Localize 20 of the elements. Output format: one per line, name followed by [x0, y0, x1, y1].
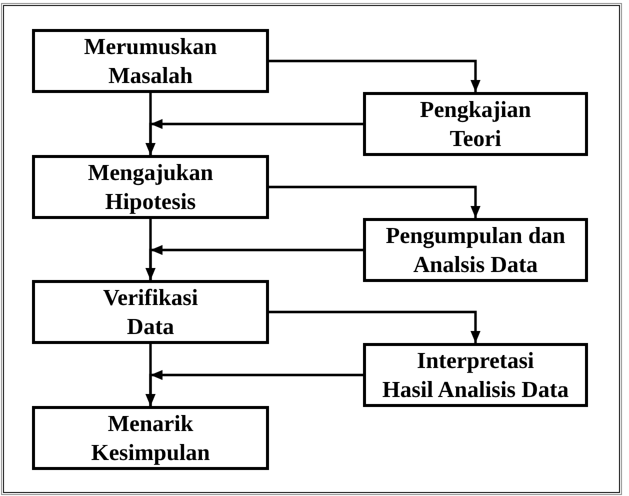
connector-arrow [269, 60, 480, 92]
process-box [363, 218, 588, 282]
process-box [363, 343, 588, 407]
step-label: Pengumpulan dan Analsis Data [386, 222, 566, 279]
step-label: Interpretasi Hasil Analisis Data [382, 347, 569, 404]
connector-arrow [146, 93, 156, 155]
connector-arrow [269, 186, 480, 218]
connector-arrow [146, 344, 156, 406]
step-label: Menarik Kesimpulan [91, 410, 210, 467]
step-label: Verifikasi Data [103, 284, 198, 341]
process-box [363, 92, 588, 156]
step-label: Pengkajian Teori [420, 96, 532, 153]
process-box [32, 155, 269, 219]
connector-arrow [146, 219, 156, 280]
process-box [32, 29, 269, 93]
process-box [32, 406, 269, 470]
step-label: Mengajukan Hipotesis [88, 159, 214, 216]
connector-arrow [269, 310, 480, 343]
process-box [32, 280, 269, 344]
step-label: Merumuskan Masalah [84, 33, 217, 90]
